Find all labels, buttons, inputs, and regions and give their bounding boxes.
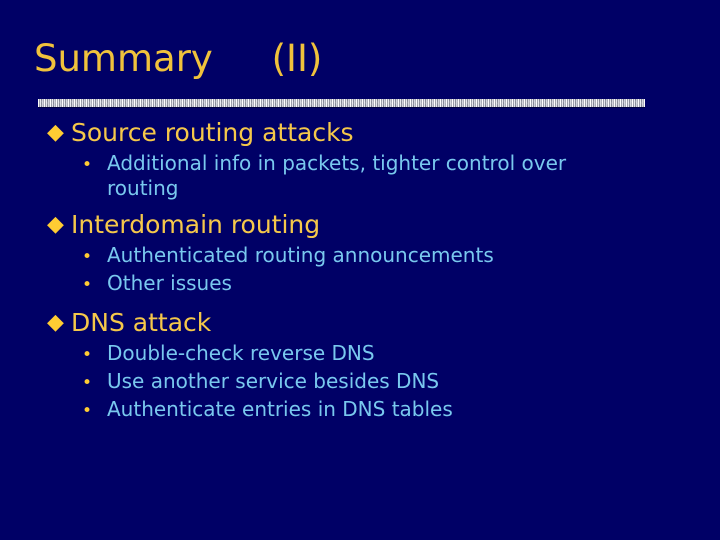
bullet-level2-label: Authenticate entries in DNS tables xyxy=(107,397,453,421)
bullet-level2-label: Additional info in packets, tighter cont… xyxy=(107,151,567,200)
title-divider-rule xyxy=(38,99,645,107)
bullet-level2-label: Authenticated routing announcements xyxy=(107,243,494,267)
bullet-level1: ◆ DNS attack xyxy=(0,308,720,338)
page-title: Summary (II) xyxy=(34,37,323,80)
dot-bullet-icon: • xyxy=(82,275,93,295)
bullet-level2: • Use another service besides DNS xyxy=(0,369,720,397)
bullet-level1-label: DNS attack xyxy=(71,308,212,337)
title-block: Summary (II) xyxy=(34,36,674,88)
bullet-level2: • Double-check reverse DNS xyxy=(0,341,720,369)
dot-bullet-icon: • xyxy=(82,401,93,421)
diamond-bullet-icon: ◆ xyxy=(47,310,64,335)
bullet-level2-label: Use another service besides DNS xyxy=(107,369,440,393)
bullet-level1: ◆ Source routing attacks xyxy=(0,118,720,148)
bullet-level2: • Authenticated routing announcements xyxy=(0,243,720,271)
bullet-level2: • Additional info in packets, tighter co… xyxy=(0,151,720,201)
bullet-level2: • Other issues xyxy=(0,271,720,299)
bullet-level2-label: Double-check reverse DNS xyxy=(107,341,375,365)
diamond-bullet-icon: ◆ xyxy=(47,120,64,145)
bullet-level1-label: Interdomain routing xyxy=(71,210,321,239)
bullet-level2: • Authenticate entries in DNS tables xyxy=(0,397,720,425)
bullet-level2-label: Other issues xyxy=(107,271,232,295)
slide-body: ◆ Source routing attacks • Additional in… xyxy=(0,118,720,425)
dot-bullet-icon: • xyxy=(82,373,93,393)
diamond-bullet-icon: ◆ xyxy=(47,212,64,237)
dot-bullet-icon: • xyxy=(82,155,93,175)
bullet-level1: ◆ Interdomain routing xyxy=(0,210,720,240)
bullet-level1-label: Source routing attacks xyxy=(71,118,354,147)
dot-bullet-icon: • xyxy=(82,345,93,365)
dot-bullet-icon: • xyxy=(82,247,93,267)
